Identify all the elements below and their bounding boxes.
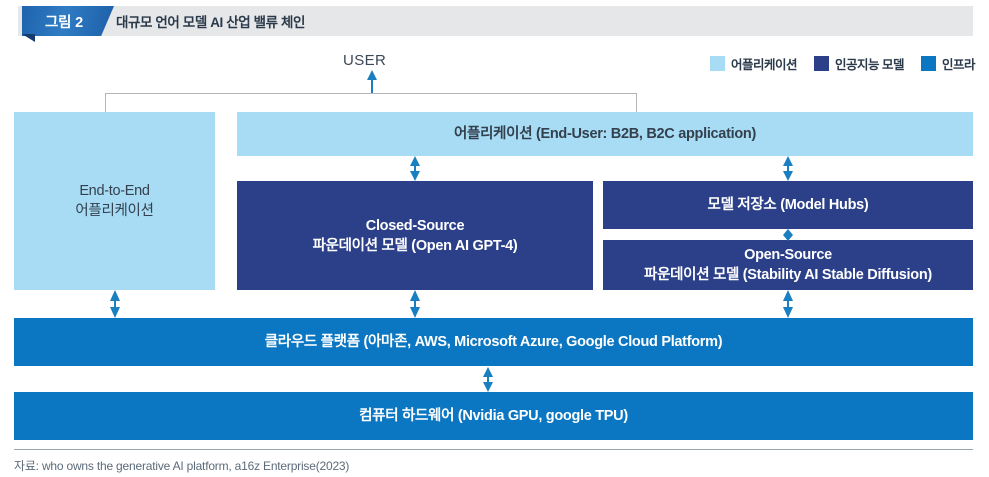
box-closed-source-line2: 파운데이션 모델 (Open AI GPT-4) xyxy=(312,237,518,254)
source-note: 자료: who owns the generative AI platform,… xyxy=(14,459,350,473)
legend-label-infra: 인프라 xyxy=(941,58,976,72)
box-cloud-platform-label: 클라우드 플랫폼 (아마존, AWS, Microsoft Azure, Goo… xyxy=(264,334,723,350)
box-cloud-platform: 클라우드 플랫폼 (아마존, AWS, Microsoft Azure, Goo… xyxy=(14,318,973,366)
box-closed-source-foundation-model: Closed-Source 파운데이션 모델 (Open AI GPT-4) xyxy=(237,181,593,290)
arrow-model-hubs-to-open-source xyxy=(781,229,795,241)
box-computer-hardware-label: 컴퓨터 하드웨어 (Nvidia GPU, google TPU) xyxy=(359,408,628,424)
box-application: 어플리케이션 (End-User: B2B, B2C application) xyxy=(237,112,973,156)
arrow-end-to-end-to-cloud xyxy=(108,290,122,318)
arrow-bracket-to-user xyxy=(365,70,379,94)
legend-item-ai-model: 인공지능 모델 xyxy=(814,54,904,73)
box-computer-hardware: 컴퓨터 하드웨어 (Nvidia GPU, google TPU) xyxy=(14,392,973,440)
figure-number-label: 그림 2 xyxy=(45,14,83,31)
figure-number-badge xyxy=(22,6,114,36)
box-model-hubs-label: 모델 저장소 (Model Hubs) xyxy=(707,197,869,213)
box-model-hubs: 모델 저장소 (Model Hubs) xyxy=(603,181,973,229)
arrow-closed-source-to-cloud xyxy=(408,290,422,318)
box-application-label: 어플리케이션 (End-User: B2B, B2C application) xyxy=(454,126,756,142)
box-open-source-foundation-model: Open-Source 파운데이션 모델 (Stability AI Stabl… xyxy=(603,240,973,290)
arrow-application-to-closed-source xyxy=(408,156,422,181)
box-end-to-end-line1: End-to-End xyxy=(79,183,150,199)
box-closed-source-line1: Closed-Source xyxy=(365,217,465,234)
user-label: USER xyxy=(343,52,387,69)
arrow-cloud-to-hardware xyxy=(481,367,495,392)
box-open-source-line2: 파운데이션 모델 (Stability AI Stable Diffusion) xyxy=(644,267,932,283)
figure-number-badge-notch xyxy=(22,34,35,42)
legend-item-application: 어플리케이션 xyxy=(709,54,798,73)
box-open-source-line1: Open-Source xyxy=(744,247,832,263)
legend-item-infra: 인프라 xyxy=(920,54,976,73)
box-end-to-end-line2: 어플리케이션 xyxy=(75,203,154,219)
legend: 어플리케이션 인공지능 모델 인프라 xyxy=(709,54,976,73)
legend-swatch-ai-model xyxy=(814,56,829,71)
user-bracket-connector xyxy=(105,93,637,112)
legend-label-application: 어플리케이션 xyxy=(730,58,798,72)
arrow-open-source-to-cloud xyxy=(781,290,795,318)
legend-swatch-application xyxy=(709,56,725,71)
page-title: 대규모 언어 모델 AI 산업 밸류 체인 xyxy=(116,15,306,30)
box-end-to-end-application: End-to-End 어플리케이션 xyxy=(14,112,215,290)
footer-divider xyxy=(14,449,973,450)
legend-label-ai-model: 인공지능 모델 xyxy=(835,58,904,72)
legend-swatch-infra xyxy=(920,56,936,71)
arrow-application-to-model-hubs xyxy=(781,156,795,181)
header-bar xyxy=(18,6,973,36)
